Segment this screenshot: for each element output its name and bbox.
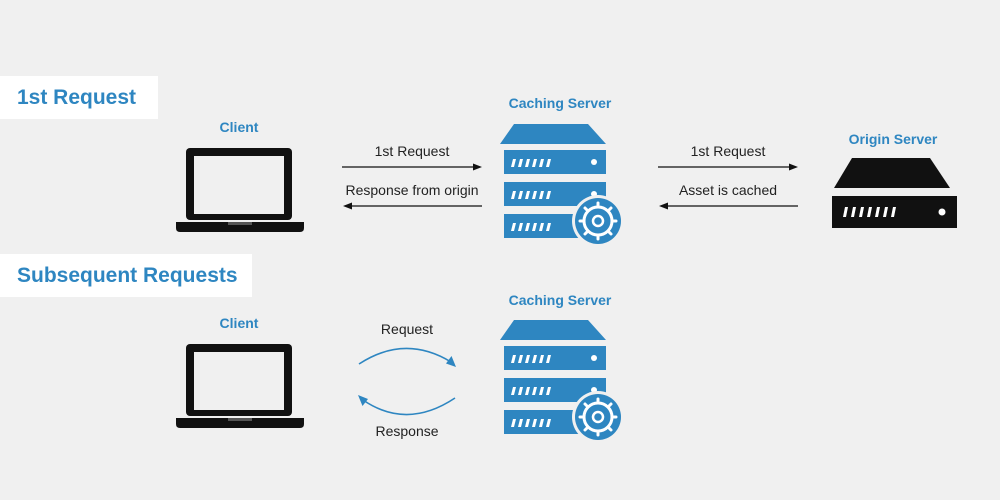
cache-to-client-label: Response from origin xyxy=(345,182,479,198)
caching-server-label: Caching Server xyxy=(508,292,612,308)
cache-to-origin-arrow xyxy=(658,163,798,171)
server-stack-icon xyxy=(500,320,624,443)
request-response-cycle-arrows xyxy=(358,347,456,416)
request-label: Request xyxy=(380,321,434,337)
shutter-icon xyxy=(572,391,624,443)
shutter-icon xyxy=(572,195,624,247)
client-label: Client xyxy=(219,315,259,331)
origin-server-label: Origin Server xyxy=(848,131,938,147)
section-title-first-request: 1st Request xyxy=(0,76,158,119)
server-icon xyxy=(832,158,957,228)
response-arrow xyxy=(358,395,456,416)
client-label: Client xyxy=(219,119,259,135)
client-to-cache-label: 1st Request xyxy=(374,143,450,159)
caching-server-label: Caching Server xyxy=(508,95,612,111)
section-title-text: Subsequent Requests xyxy=(17,263,238,287)
origin-to-cache-label: Asset is cached xyxy=(678,182,778,198)
section-title-text: 1st Request xyxy=(17,85,137,109)
section-title-subsequent-requests: Subsequent Requests xyxy=(0,254,252,297)
cache-to-origin-label: 1st Request xyxy=(690,143,766,159)
laptop-icon xyxy=(176,148,304,232)
server-stack-icon xyxy=(500,124,624,247)
response-label: Response xyxy=(375,423,439,439)
laptop-icon xyxy=(176,344,304,428)
cache-to-client-arrow xyxy=(343,202,482,210)
client-to-cache-arrow xyxy=(342,163,482,171)
request-arrow xyxy=(358,347,456,367)
origin-to-cache-arrow xyxy=(659,202,798,210)
